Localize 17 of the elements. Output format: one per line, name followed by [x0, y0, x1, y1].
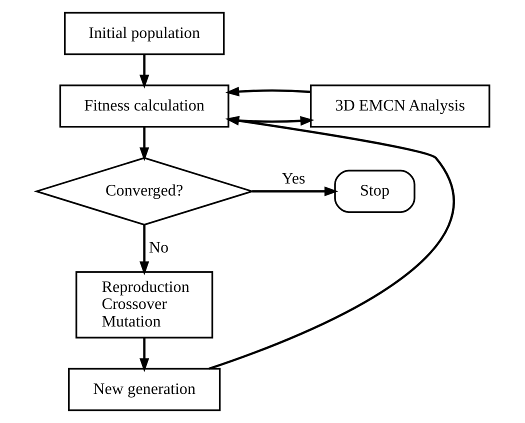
- arrow: [138, 54, 149, 89]
- node-diamond: Converged?: [33, 157, 254, 226]
- node-box: Fitness calculation: [58, 84, 229, 128]
- arrow: [208, 116, 454, 370]
- arrow: [228, 116, 314, 126]
- edge-label: No: [148, 240, 168, 257]
- arrow: [138, 338, 149, 372]
- node-box: Initial population: [63, 12, 224, 56]
- node-box: Reproduction Crossover Mutation: [75, 271, 213, 339]
- node-box: New generation: [68, 368, 220, 412]
- arrow: [252, 186, 338, 196]
- arrow: [138, 126, 149, 162]
- edge-label: Yes: [281, 170, 305, 188]
- arrow: [138, 224, 149, 276]
- arrow: [224, 86, 310, 96]
- node-box: Stop: [334, 170, 415, 213]
- node-box: 3D EMCN Analysis: [309, 84, 490, 128]
